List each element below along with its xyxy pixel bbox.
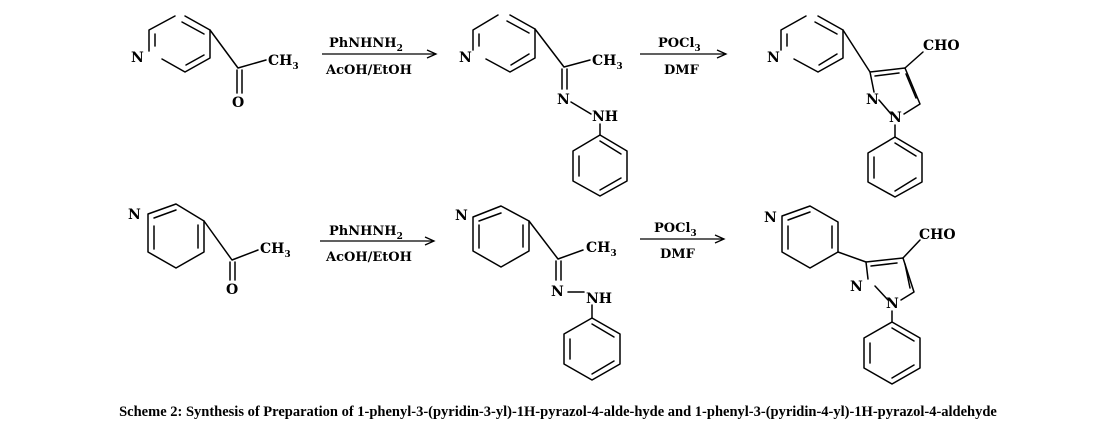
o-atom-label: O <box>232 95 244 111</box>
pyridine-ring <box>780 15 844 73</box>
pyrazole-ring <box>869 67 921 115</box>
phenyl-ring <box>863 321 921 385</box>
n-atom-label: N <box>886 296 899 312</box>
compound-hydrazone-4-pyridyl: N CH3 N NH <box>455 205 621 381</box>
pyridine-ring <box>472 205 530 268</box>
compound-hydrazone-3-pyridyl: N CH3 N NH <box>459 14 628 197</box>
ch3-label: CH3 <box>260 241 291 260</box>
n-atom-label: N <box>767 50 780 66</box>
nh-label: NH <box>592 109 618 125</box>
ch3-label: CH3 <box>268 53 299 72</box>
reagent-pocl3: POCl3 <box>658 36 701 54</box>
n-atom-label: N <box>889 110 902 126</box>
n-atom-label: N <box>551 284 564 300</box>
phenyl-ring <box>563 317 621 381</box>
n-atom-label: N <box>459 50 472 66</box>
compound-3-acetylpyridine: N CH3 O <box>131 15 299 111</box>
compound-pyrazole-aldehyde-3-pyridyl: N N N CHO <box>767 15 960 198</box>
cho-label: CHO <box>923 38 960 54</box>
reaction-arrow-2: POCl3 DMF <box>640 36 728 78</box>
cho-label: CHO <box>919 227 956 243</box>
reagent-dmf: DMF <box>664 63 700 78</box>
reagent-pocl3: POCl3 <box>654 221 697 239</box>
reagent-dmf: DMF <box>660 247 696 262</box>
n-atom-label: N <box>866 92 879 108</box>
phenyl-ring <box>572 134 628 197</box>
ch3-label: CH3 <box>592 53 623 72</box>
pyridine-ring <box>147 203 205 269</box>
n-atom-label: N <box>850 279 863 295</box>
pyridine-ring <box>472 14 536 73</box>
o-atom-label: O <box>226 282 238 298</box>
reagent-phenylhydrazine: PhNHNH2 <box>329 36 403 54</box>
reaction-arrow-4: POCl3 DMF <box>640 221 726 262</box>
compound-pyrazole-aldehyde-4-pyridyl: N N N CHO <box>764 205 956 385</box>
scheme-caption: Scheme 2: Synthesis of Preparation of 1-… <box>119 404 997 420</box>
pyridine-ring <box>148 15 211 73</box>
nh-label: NH <box>586 291 612 307</box>
reaction-arrow-3: PhNHNH2 AcOH/EtOH <box>320 224 436 265</box>
pyrazole-ring <box>865 257 915 301</box>
n-atom-label: N <box>128 207 141 223</box>
reagent-acoh-etoh: AcOH/EtOH <box>325 250 412 265</box>
reaction-arrow-1: PhNHNH2 AcOH/EtOH <box>322 36 438 78</box>
compound-4-acetylpyridine: N CH3 O <box>128 203 291 298</box>
n-atom-label: N <box>764 210 777 226</box>
n-atom-label: N <box>455 208 468 224</box>
pyridine-ring <box>781 205 839 269</box>
n-atom-label: N <box>131 50 144 66</box>
phenyl-ring <box>867 136 923 198</box>
ch3-label: CH3 <box>586 240 617 259</box>
reagent-phenylhydrazine: PhNHNH2 <box>329 224 403 242</box>
reagent-acoh-etoh: AcOH/EtOH <box>325 63 412 78</box>
n-atom-label: N <box>557 92 570 108</box>
